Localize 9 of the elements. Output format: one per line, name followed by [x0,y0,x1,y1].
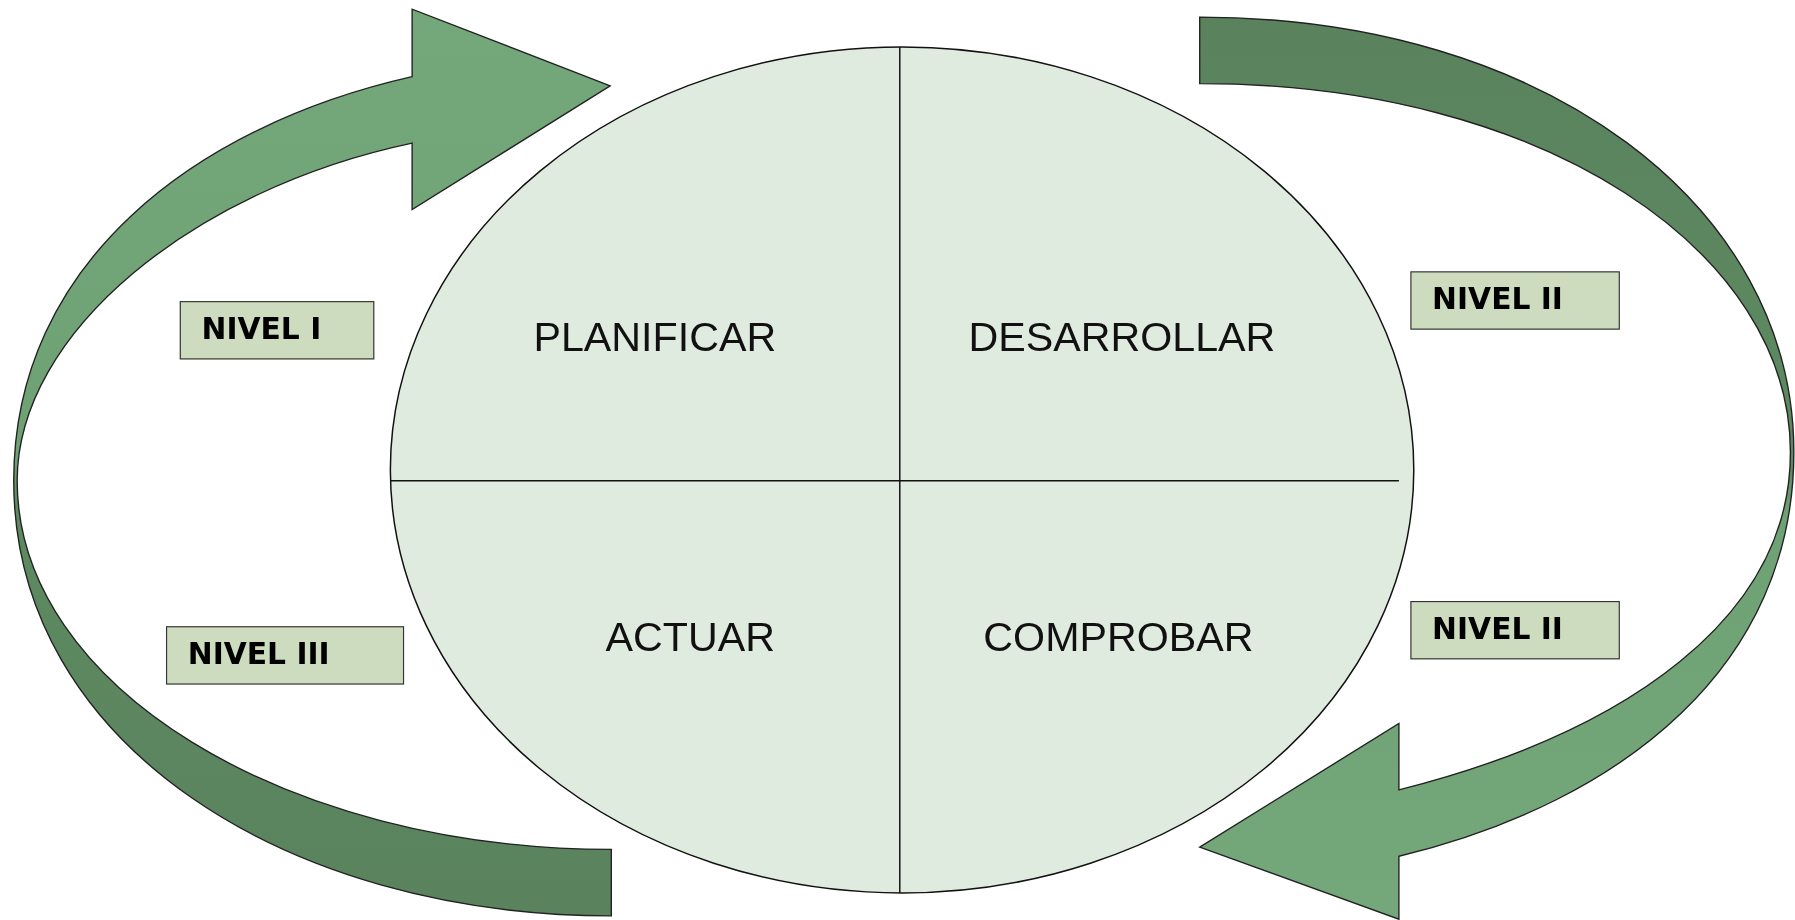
stage-label: ACTUAR [605,613,775,662]
level-label-box: NIVEL II [1410,271,1620,330]
level-label-box: NIVEL III [166,626,405,685]
stage-label: PLANIFICAR [533,313,777,362]
stage-label: DESARROLLAR [968,313,1276,362]
cycle-ellipse [390,46,1414,893]
stage-label: COMPROBAR [983,613,1254,662]
level-label-box: NIVEL II [1410,601,1620,660]
level-label-box: NIVEL I [179,301,375,360]
